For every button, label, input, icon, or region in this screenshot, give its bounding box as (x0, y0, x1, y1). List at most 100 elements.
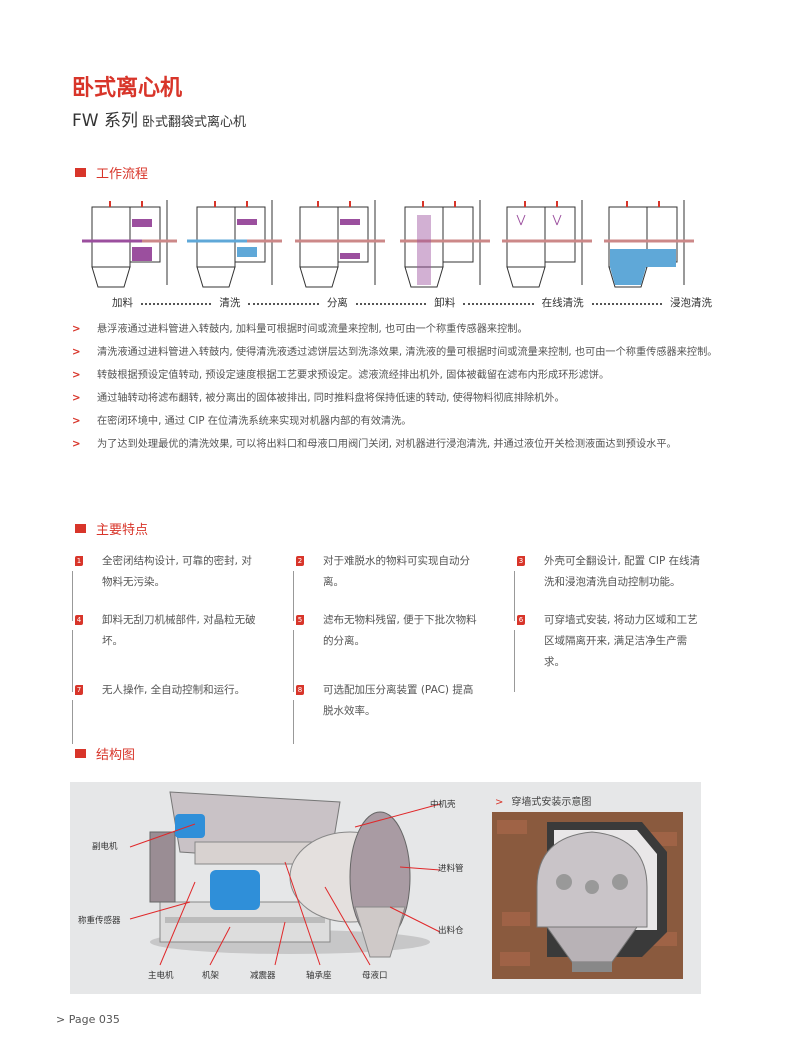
heading-text: 工作流程 (96, 167, 149, 182)
feature-item: 8 可选配加压分离装置 (PAC) 提高脱水效率。 (293, 680, 483, 744)
product-name: 卧式翻袋式离心机 (142, 115, 247, 130)
list-item: > 清洗液通过进料管进入转鼓内, 使得清洗液透过滤饼层达到洗涤效果, 清洗液的量可… (72, 341, 732, 364)
list-item: > 在密闭环境中, 通过 CIP 在位清洗系统来实现对机器内部的有效清洗。 (72, 410, 732, 433)
feature-text: 可选配加压分离装置 (PAC) 提高脱水效率。 (323, 684, 474, 717)
section-features-heading: 主要特点 (75, 519, 148, 538)
stage-label-row: 加料 清洗 分离 卸料 在线清洗 浸泡清洗 (112, 294, 712, 310)
stage-diagram-separate (295, 200, 385, 288)
workflow-description-list: > 悬浮液通过进料管进入转鼓内, 加料量可根据时间或流量来控制, 也可由一个称重传… (72, 318, 732, 456)
divider (72, 700, 73, 744)
bullet-arrow-icon: > (72, 393, 81, 404)
list-item: > 悬浮液通过进料管进入转鼓内, 加料量可根据时间或流量来控制, 也可由一个称重传… (72, 318, 732, 341)
bullet-arrow-icon: > (72, 439, 81, 450)
feature-text: 无人操作, 全自动控制和运行。 (102, 684, 246, 696)
stage-connector (591, 303, 663, 305)
bullet-arrow-icon: > (72, 324, 81, 335)
stage-label-wash: 清洗 (219, 296, 241, 309)
list-item-text: 在密闭环境中, 通过 CIP 在位清洗系统来实现对机器内部的有效清洗。 (97, 416, 412, 427)
list-item-text: 通过轴转动将滤布翻转, 被分离出的固体被排出, 同时推料盘将保持低速的转动, 使… (97, 393, 565, 404)
label-bearing: 轴承座 (306, 971, 332, 981)
section-workflow-heading: 工作流程 (75, 163, 148, 182)
divider (514, 630, 515, 692)
feature-number-badge: 3 (517, 556, 525, 566)
stage-diagram-wash (187, 200, 282, 288)
list-item: > 为了达到处理最优的清洗效果, 可以将出料口和母液口用阀门关闭, 对机器进行浸泡… (72, 433, 732, 456)
section-marker-icon (75, 524, 86, 533)
stage-label-discharge: 卸料 (434, 296, 456, 309)
divider (514, 571, 515, 621)
inset-title: 穿墙式安装示意图 (511, 797, 592, 808)
feature-text: 外壳可全翻设计, 配置 CIP 在线清洗和浸泡清洗自动控制功能。 (544, 555, 701, 588)
feature-text: 卸料无刮刀机械部件, 对晶粒无破坏。 (102, 614, 256, 647)
feature-item: 6 可穿墙式安装, 将动力区域和工艺区域隔离开来, 满足洁净生产需求。 (514, 610, 704, 692)
feature-item: 3 外壳可全翻设计, 配置 CIP 在线清洗和浸泡清洗自动控制功能。 (514, 551, 704, 621)
stage-connector (463, 303, 534, 305)
list-item-text: 为了达到处理最优的清洗效果, 可以将出料口和母液口用阀门关闭, 对机器进行浸泡清… (97, 439, 677, 450)
stage-label-soak-clean: 浸泡清洗 (670, 296, 713, 309)
feature-number-badge: 6 (517, 615, 525, 625)
label-feed-pipe: 进料管 (438, 864, 464, 874)
feature-number-badge: 4 (75, 615, 83, 625)
feature-text: 可穿墙式安装, 将动力区域和工艺区域隔离开来, 满足洁净生产需求。 (544, 614, 698, 668)
page-title: 卧式离心机 (72, 76, 183, 101)
feature-number-badge: 2 (296, 556, 304, 566)
label-middle-casing: 中机壳 (430, 800, 456, 810)
structure-figure: 副电机 称重传感器 主电机 机架 减震器 轴承座 母液口 中机壳 进料管 出料仓… (70, 782, 701, 994)
stage-label-separate: 分离 (326, 296, 348, 309)
list-item: > 通过轴转动将滤布翻转, 被分离出的固体被排出, 同时推料盘将保持低速的转动, … (72, 387, 732, 410)
series-name: FW 系列 (72, 111, 138, 131)
divider (293, 700, 294, 744)
section-marker-icon (75, 749, 86, 758)
bullet-arrow-icon: > (72, 347, 81, 358)
divider (293, 630, 294, 692)
label-load-cell: 称重传感器 (78, 916, 121, 926)
feature-item: 4 卸料无刮刀机械部件, 对晶粒无破坏。 (72, 610, 262, 692)
stage-label-cip-clean: 在线清洗 (541, 296, 584, 309)
feature-text: 对于难脱水的物料可实现自动分离。 (323, 555, 470, 588)
stage-label-feed: 加料 (112, 296, 133, 309)
stage-connector (141, 303, 212, 305)
stage-diagram-feed (82, 200, 177, 288)
stage-diagram-soak-clean (604, 200, 694, 288)
label-frame: 机架 (202, 971, 220, 981)
page-number: > Page 035 (56, 1013, 120, 1026)
divider (293, 571, 294, 621)
feature-number-badge: 8 (296, 685, 304, 695)
stage-diagram-cip-clean (502, 200, 592, 288)
feature-item: 5 滤布无物料残留, 便于下批次物料的分离。 (293, 610, 483, 692)
workflow-diagram (82, 200, 694, 288)
feature-number-badge: 1 (75, 556, 83, 566)
heading-text: 结构图 (96, 748, 136, 763)
stage-diagram-discharge (400, 200, 490, 288)
feature-number-badge: 5 (296, 615, 304, 625)
feature-item: 2 对于难脱水的物料可实现自动分离。 (293, 551, 483, 621)
stage-connector (248, 303, 319, 305)
label-aux-motor: 副电机 (92, 842, 118, 852)
feature-item: 1 全密闭结构设计, 可靠的密封, 对物料无污染。 (72, 551, 262, 621)
feature-text: 滤布无物料残留, 便于下批次物料的分离。 (323, 614, 477, 647)
list-item-text: 清洗液通过进料管进入转鼓内, 使得清洗液透过滤饼层达到洗涤效果, 清洗液的量可根… (97, 347, 718, 358)
heading-text: 主要特点 (96, 523, 149, 538)
feature-number-badge: 7 (75, 685, 83, 695)
feature-text: 全密闭结构设计, 可靠的密封, 对物料无污染。 (102, 555, 252, 588)
list-item-text: 悬浮液通过进料管进入转鼓内, 加料量可根据时间或流量来控制, 也可由一个称重传感… (97, 324, 528, 335)
label-discharge-bin: 出料仓 (438, 926, 464, 936)
list-item-text: 转鼓根据预设定值转动, 预设定速度根据工艺要求预设定。滤液流经排出机外, 固体被… (97, 370, 610, 381)
subtitle: FW 系列卧式翻袋式离心机 (72, 106, 246, 131)
section-marker-icon (75, 168, 86, 177)
section-structure-heading: 结构图 (75, 744, 135, 763)
divider (72, 571, 73, 621)
feature-item: 7 无人操作, 全自动控制和运行。 (72, 680, 262, 744)
label-mother-liquor: 母液口 (362, 971, 388, 981)
list-item: > 转鼓根据预设定值转动, 预设定速度根据工艺要求预设定。滤液流经排出机外, 固体… (72, 364, 732, 387)
inset-caption: > 穿墙式安装示意图 (495, 793, 591, 808)
arrow-icon: > (495, 797, 504, 808)
bullet-arrow-icon: > (72, 416, 81, 427)
label-main-motor: 主电机 (148, 971, 174, 981)
label-damper: 减震器 (250, 971, 276, 981)
divider (72, 630, 73, 692)
wall-installation-photo (492, 812, 683, 979)
bullet-arrow-icon: > (72, 370, 81, 381)
centrifuge-illustration (129, 791, 441, 966)
stage-connector (355, 303, 427, 305)
